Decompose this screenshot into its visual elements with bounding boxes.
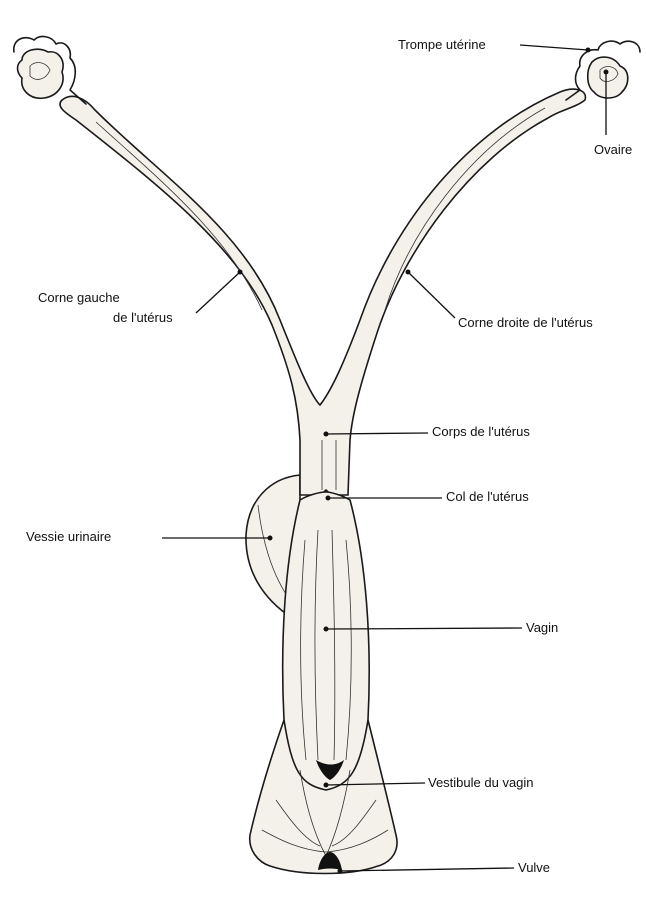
label-ovaire: Ovaire [594, 142, 632, 157]
right-ovary [588, 57, 628, 98]
label-col-uterus: Col de l'utérus [446, 489, 529, 504]
label-corne-droite: Corne droite de l'utérus [458, 315, 593, 330]
label-vagin: Vagin [526, 620, 558, 635]
left-ovary [18, 49, 64, 98]
label-corne-gauche-line2: de l'utérus [113, 310, 173, 325]
label-vestibule-vagin: Vestibule du vagin [428, 775, 534, 790]
label-corps-uterus: Corps de l'utérus [432, 424, 530, 439]
leader-lines [162, 45, 609, 874]
vagina [283, 492, 370, 790]
label-corne-gauche-line1: Corne gauche [38, 290, 120, 305]
label-trompe-uterine: Trompe utérine [398, 37, 486, 52]
label-vessie-urinaire: Vessie urinaire [26, 529, 111, 544]
label-vulve: Vulve [518, 860, 550, 875]
horn-right-shade [385, 108, 545, 310]
